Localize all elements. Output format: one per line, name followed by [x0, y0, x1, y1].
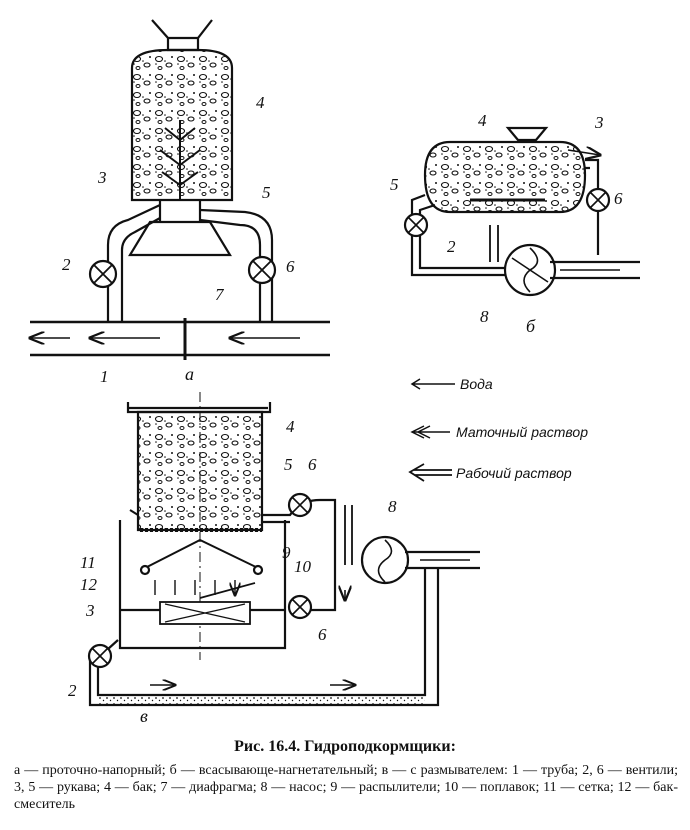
label-a-1: 1	[100, 367, 109, 386]
label-c-6b: 6	[318, 625, 327, 644]
tank-a-cone	[128, 220, 232, 257]
panel-c	[87, 392, 480, 707]
label-b-4: 4	[478, 111, 487, 130]
legend-water: Вода	[410, 376, 493, 392]
figure-title: Рис. 16.4. Гидроподкормщики:	[234, 738, 456, 755]
label-a-4: 4	[256, 93, 265, 112]
label-c-11: 11	[80, 553, 96, 572]
labels-c: 2 3 4 5 6 6 8 9 10 11 12 в	[68, 417, 397, 726]
tank-b-neck	[505, 126, 549, 142]
labels-a: 1 2 3 4 5 6 7 а	[62, 93, 295, 386]
label-c-9: 9	[282, 543, 291, 562]
figure-caption: а — проточно-напорный; б — всасывающе-на…	[14, 763, 678, 812]
tank-c	[136, 410, 264, 532]
label-b-6: 6	[614, 189, 623, 208]
svg-text:Вода: Вода	[460, 376, 493, 392]
legend-working-solution: Рабочий раствор	[408, 463, 572, 482]
label-a-7: 7	[215, 285, 225, 304]
label-b-3: 3	[594, 113, 604, 132]
label-b-2: 2	[447, 237, 456, 256]
mixer-tank-c	[118, 520, 287, 650]
hose-a-5	[199, 208, 274, 322]
label-c-2: 2	[68, 681, 77, 700]
tank-b	[423, 140, 587, 214]
pipe-a	[30, 320, 330, 357]
label-c-5: 5	[284, 455, 293, 474]
label-c-12: 12	[80, 575, 98, 594]
label-b-5: 5	[390, 175, 399, 194]
panel-label-a: а	[185, 364, 194, 384]
label-a-6: 6	[286, 257, 295, 276]
label-a-2: 2	[62, 255, 71, 274]
label-c-4: 4	[286, 417, 295, 436]
svg-text:Маточный раствор: Маточный раствор	[456, 424, 588, 440]
panel-a	[30, 19, 330, 360]
legend: Вода Маточный раствор Рабочий раствор	[408, 376, 588, 482]
label-b-8: 8	[480, 307, 489, 326]
svg-text:Рабочий раствор: Рабочий раствор	[456, 465, 572, 481]
panel-b	[403, 126, 640, 297]
label-a-3: 3	[97, 168, 107, 187]
tank-a-hopper	[151, 19, 213, 52]
label-c-8: 8	[388, 497, 397, 516]
label-a-5: 5	[262, 183, 271, 202]
return-pipe-c	[88, 568, 440, 707]
label-c-6a: 6	[308, 455, 317, 474]
panel-label-b: б	[526, 316, 536, 336]
panel-label-c: в	[140, 706, 148, 726]
tank-a	[130, 48, 234, 202]
hose-a-3	[106, 204, 161, 322]
hydro-feeder-diagram: 1 2 3 4 5 6 7 а 2 3 4 5 6 8 б	[0, 19, 640, 726]
hose-b-5	[410, 193, 505, 277]
pipe-b	[550, 260, 640, 280]
labels-b: 2 3 4 5 6 8 б	[390, 111, 623, 336]
legend-mother-solution: Маточный раствор	[410, 424, 588, 440]
label-c-10: 10	[294, 557, 312, 576]
label-c-3: 3	[85, 601, 95, 620]
pipe-c	[405, 550, 480, 570]
